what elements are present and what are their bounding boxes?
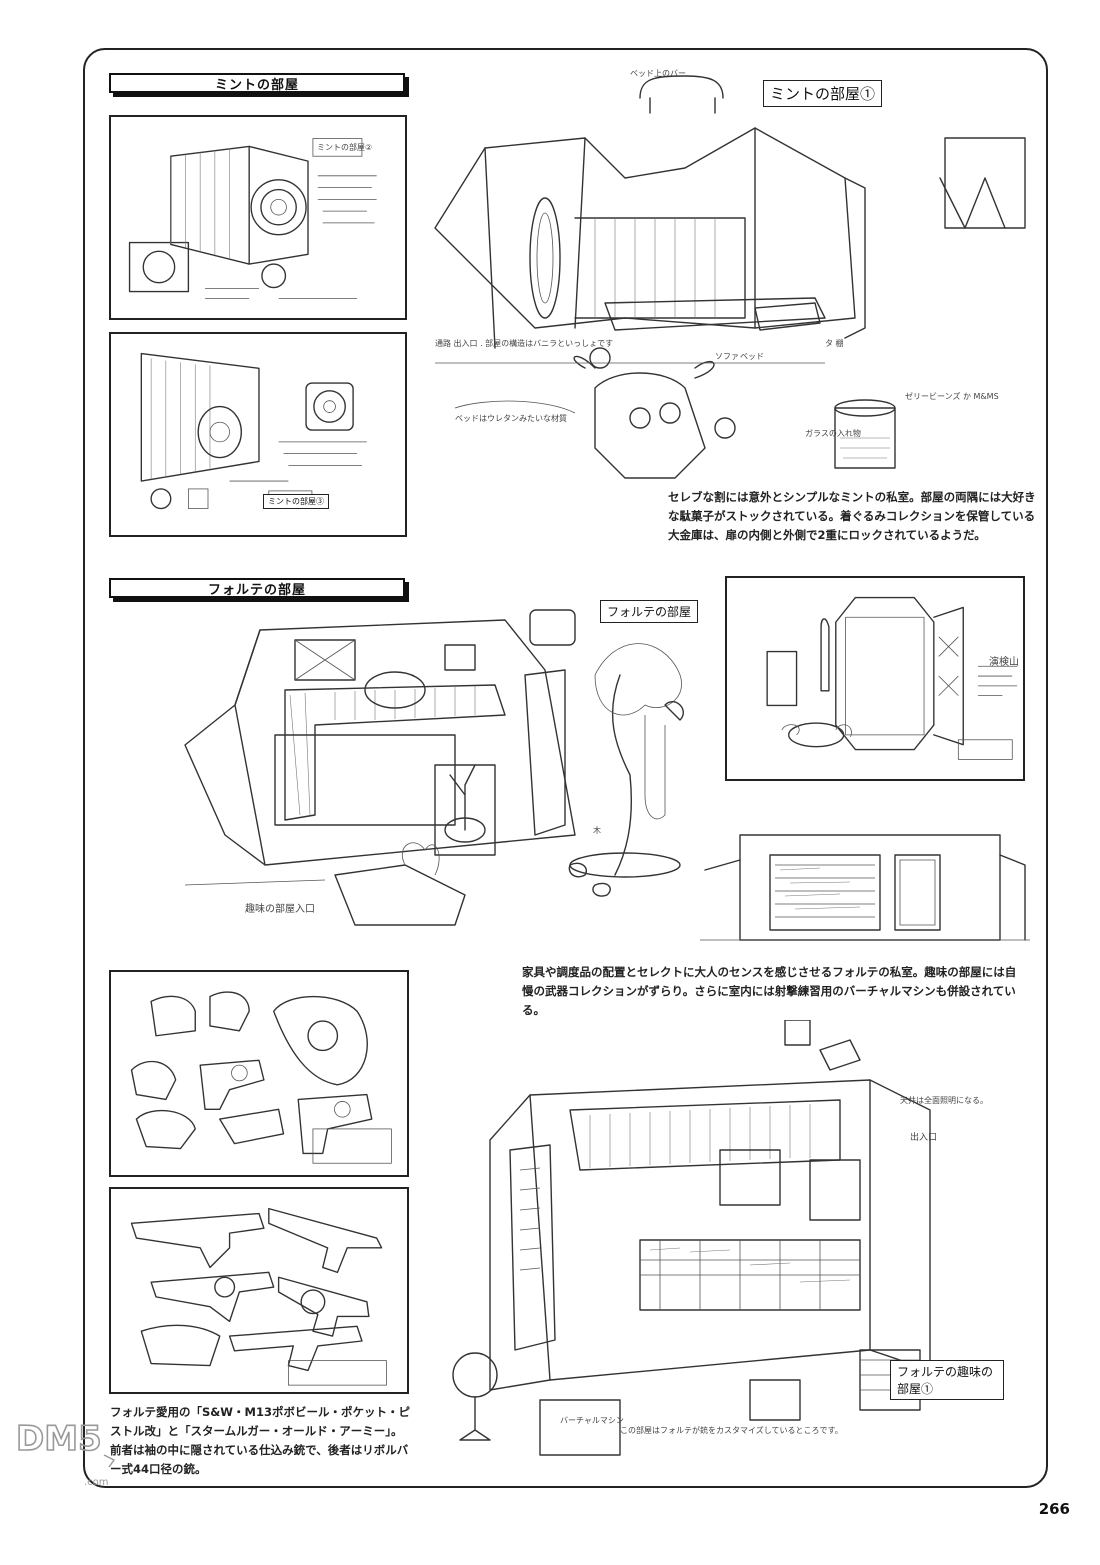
forte-note-hobby-entrance: 趣味の部屋入口 (245, 904, 315, 915)
forte-hobby-room-sketch: フォルテの趣味の部屋① 出入口 バーチャルマシン 天井は全面照明になる。 この部… (430, 1020, 1030, 1470)
forte-note-customize: この部屋はフォルテが銃をカスタマイズしているところです。 (620, 1426, 843, 1435)
forte-caption: 家具や調度品の配置とセレクトに大人のセンスを感じさせるフォルテの私室。趣味の部屋… (522, 965, 1017, 1017)
svg-text:DM5: DM5 (16, 1419, 102, 1459)
forte-note-exit: 出入口 (910, 1133, 938, 1143)
section-title-mint: ミントの部屋 (109, 73, 405, 93)
mint-note-glass: ガラスの入れ物 (805, 429, 861, 438)
mint-note-cushion: ベッドはウレタンみたいな材質 (455, 414, 567, 423)
mint-note-jelly: ゼリービーンズ か M&MS (905, 392, 999, 401)
forte-gun-caption: フォルテ愛用の「S&W・M13ポボビール・ポケット・ピストル改」と「スタームルガ… (110, 1405, 410, 1476)
mint-caption: セレブな割には意外とシンプルなミントの私室。部屋の両隅には大好きな駄菓子がストッ… (668, 490, 1036, 542)
forte-panel-range: 演検山 (725, 576, 1025, 781)
mint-panel-1-label: ミントの部屋② (317, 143, 373, 152)
page-frame (83, 48, 1048, 1488)
forte-hobby-label: フォルテの趣味の部屋① (890, 1360, 1004, 1400)
mint-note-bar: ベッド上のバー (630, 69, 686, 78)
watermark-logo: DM5 .com (14, 1395, 144, 1525)
mint-panel-1: ミントの部屋② (109, 115, 407, 320)
forte-room-sketch: フォルテの部屋 木 趣味の部屋入口 (175, 595, 700, 950)
page-number: 266 (1038, 1500, 1070, 1518)
mint-room-sketch: ミントの部屋① ベッド上のバー 通路 出入口 . 部屋の構造はバニラといっしょで… (425, 68, 1035, 488)
mint-panel-2: ミントの部屋③ (109, 332, 407, 537)
forte-note-tree: 木 (593, 826, 601, 835)
mint-note-bed: ベッド (740, 352, 764, 361)
forte-gun-panel-2 (109, 1187, 409, 1394)
forte-note-range: 演検山 (989, 657, 1019, 668)
svg-text:.com: .com (84, 1477, 109, 1488)
forte-gun-panel-1 (109, 970, 409, 1177)
mint-room-label: ミントの部屋① (763, 80, 883, 107)
forte-room-label: フォルテの部屋 (600, 600, 699, 623)
forte-note-ceiling: 天井は全面照明になる。 (900, 1096, 988, 1105)
mint-note-drawer: タ 棚 (825, 339, 844, 348)
mint-note-passage: 通路 出入口 . 部屋の構造はバニラといっしょです (435, 339, 614, 348)
section-title-forte: フォルテの部屋 (109, 578, 405, 598)
mint-panel-2-label: ミントの部屋③ (263, 494, 329, 509)
forte-note-virtual: バーチャルマシン (560, 1416, 624, 1425)
forte-armory-sketch (700, 810, 1030, 965)
mint-note-sofa: ソファ (715, 352, 739, 361)
